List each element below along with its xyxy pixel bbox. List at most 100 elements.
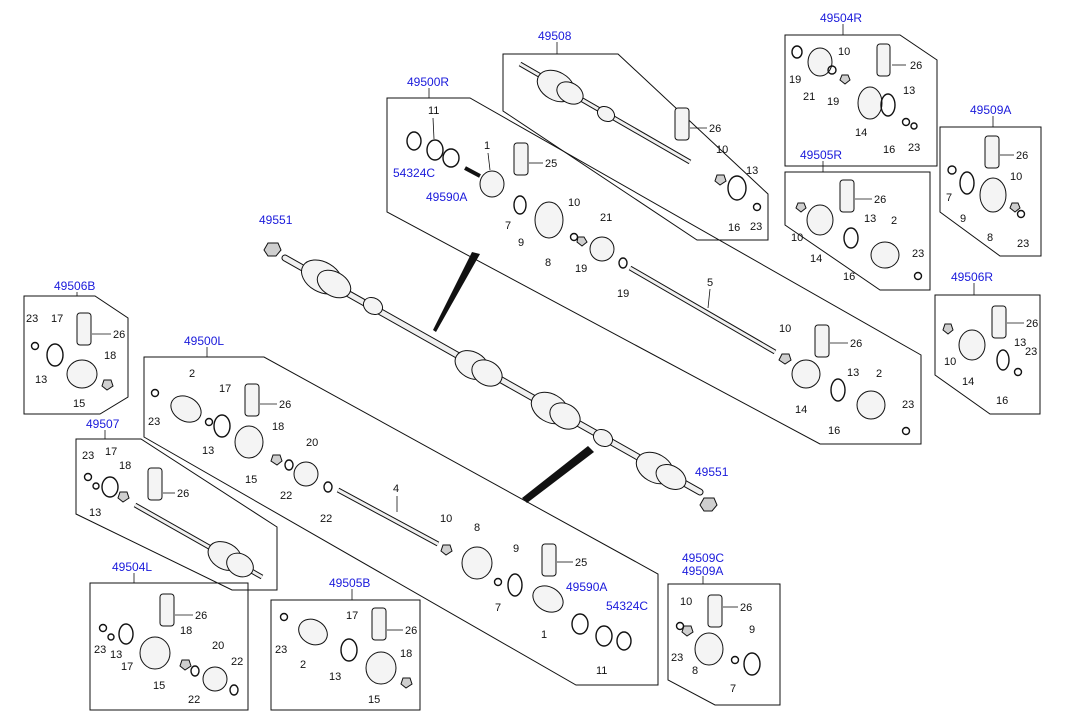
part-number: 26 <box>850 338 862 350</box>
part-number: 23 <box>902 399 914 411</box>
part-number: 13 <box>89 507 101 519</box>
callout-leaders <box>92 64 1024 631</box>
frame-49505R <box>784 171 931 291</box>
ref-49504R[interactable]: 49504R <box>820 11 862 25</box>
part-number: 10 <box>838 46 850 58</box>
part-number: 26 <box>1026 318 1038 330</box>
part-number: 22 <box>231 656 243 668</box>
ref-49500R[interactable]: 49500R <box>407 75 449 89</box>
part-number: 13 <box>864 213 876 225</box>
part-number: 7 <box>946 192 952 204</box>
main-drive-shaft-assembly <box>263 242 718 512</box>
part-number: 7 <box>505 220 511 232</box>
part-number: 14 <box>962 376 974 388</box>
frame-49508 <box>502 53 769 241</box>
part-number: 23 <box>94 644 106 656</box>
part-number: 8 <box>692 665 698 677</box>
part-number: 25 <box>575 557 587 569</box>
part-number: 1 <box>541 629 547 641</box>
part-number: 9 <box>513 543 519 555</box>
frame-49500R <box>386 97 922 445</box>
ref-49506B[interactable]: 49506B <box>54 279 95 293</box>
part-number: 21 <box>600 212 612 224</box>
frame-49506R <box>934 294 1041 415</box>
part-number: 23 <box>82 450 94 462</box>
assembly-49504L-parts <box>98 593 239 696</box>
part-number: 10 <box>944 356 956 368</box>
frame-49509A-top <box>939 126 1042 257</box>
part-number: 19 <box>575 263 587 275</box>
part-number: 2 <box>189 368 195 380</box>
part-number: 10 <box>1010 171 1022 183</box>
frame-49509C <box>667 583 781 706</box>
ref-49590A-top[interactable]: 49590A <box>426 190 467 204</box>
part-number: 23 <box>1017 238 1029 250</box>
part-number: 22 <box>320 513 332 525</box>
part-number: 16 <box>843 271 855 283</box>
ref-49590A-bottom[interactable]: 49590A <box>566 580 607 594</box>
ref-49507[interactable]: 49507 <box>86 417 120 431</box>
part-number: 18 <box>400 648 412 660</box>
part-number: 23 <box>275 644 287 656</box>
part-number: 9 <box>960 213 966 225</box>
assembly-49507-parts <box>83 467 264 580</box>
part-number: 17 <box>121 661 133 673</box>
part-number: 17 <box>51 313 63 325</box>
part-number: 23 <box>26 313 38 325</box>
part-number: 13 <box>746 165 758 177</box>
ref-49509A-top[interactable]: 49509A <box>970 103 1011 117</box>
part-number: 10 <box>779 323 791 335</box>
part-number: 10 <box>716 144 728 156</box>
ref-49508[interactable]: 49508 <box>538 29 572 43</box>
part-number: 8 <box>474 522 480 534</box>
ref-54324C-top[interactable]: 54324C <box>393 166 435 180</box>
part-number: 26 <box>177 488 189 500</box>
part-number: 23 <box>912 248 924 260</box>
part-number: 13 <box>847 367 859 379</box>
part-number: 26 <box>113 329 125 341</box>
part-number: 18 <box>104 350 116 362</box>
part-number: 14 <box>855 127 867 139</box>
ref-49551-top[interactable]: 49551 <box>259 213 293 227</box>
ref-49505B[interactable]: 49505B <box>329 576 370 590</box>
part-number: 23 <box>148 416 160 428</box>
part-number: 13 <box>35 374 47 386</box>
part-number: 20 <box>306 437 318 449</box>
assembly-49505R-parts <box>795 179 923 281</box>
part-number: 18 <box>119 460 131 472</box>
ref-49504L[interactable]: 49504L <box>112 560 152 574</box>
frame-49504L <box>89 582 249 711</box>
ref-49551-bottom[interactable]: 49551 <box>695 465 729 479</box>
part-number: 26 <box>1016 150 1028 162</box>
assembly-49509C-parts <box>675 594 761 676</box>
part-number: 10 <box>568 197 580 209</box>
part-number: 10 <box>440 513 452 525</box>
part-number: 8 <box>987 232 993 244</box>
part-number: 18 <box>272 421 284 433</box>
part-number: 26 <box>874 194 886 206</box>
part-number: 17 <box>219 383 231 395</box>
part-number: 1 <box>484 140 490 152</box>
ref-49509A-bottom[interactable]: 49509A <box>682 564 723 578</box>
part-number: 26 <box>740 602 752 614</box>
part-number: 2 <box>300 659 306 671</box>
pointer-wedge-lower <box>522 446 594 503</box>
part-number: 26 <box>279 399 291 411</box>
ref-49505R[interactable]: 49505R <box>800 148 842 162</box>
part-number: 17 <box>105 446 117 458</box>
part-number: 23 <box>908 142 920 154</box>
assembly-49509A-top-parts <box>947 135 1026 219</box>
part-number: 26 <box>709 123 721 135</box>
pointer-wedge-upper <box>433 252 480 332</box>
frame-49507 <box>75 438 278 591</box>
ref-49509C[interactable]: 49509C <box>682 551 724 565</box>
ref-49500L[interactable]: 49500L <box>184 334 224 348</box>
part-number: 16 <box>996 395 1008 407</box>
part-number: 13 <box>903 85 915 97</box>
ref-49506R[interactable]: 49506R <box>951 270 993 284</box>
ref-54324C-bottom[interactable]: 54324C <box>606 599 648 613</box>
part-number: 15 <box>73 398 85 410</box>
part-number: 4 <box>393 483 399 495</box>
assembly-49505B-parts <box>279 607 413 689</box>
